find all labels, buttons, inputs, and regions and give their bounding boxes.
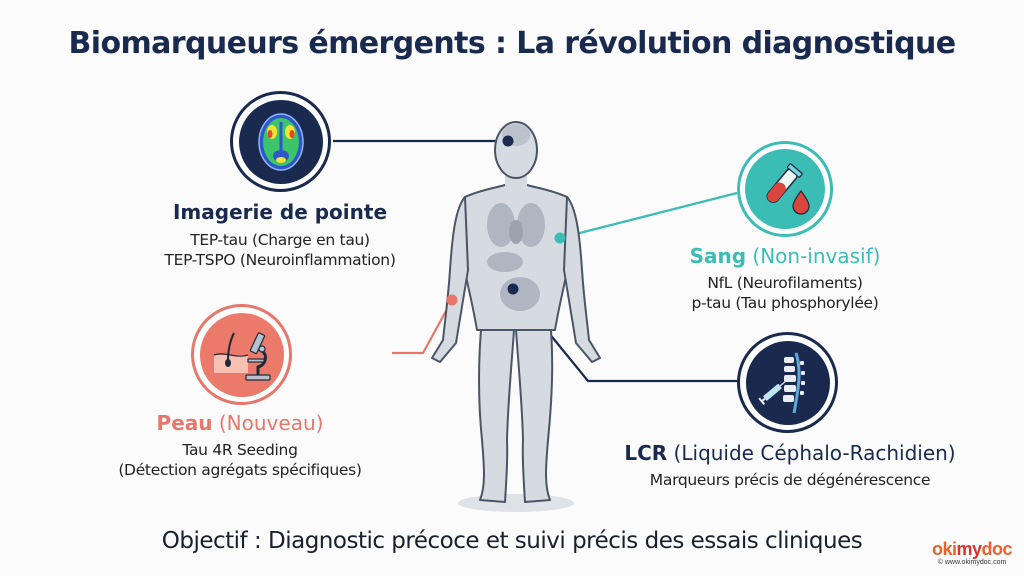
- skin-microscope-icon: [199, 312, 284, 397]
- csf-heading: LCR (Liquide Céphalo-Rachidien): [590, 441, 990, 465]
- csf-node: [737, 332, 838, 433]
- csf-line-1: Marqueurs précis de dégénérescence: [649, 471, 931, 489]
- spine-lumbar-puncture-icon: [745, 340, 830, 425]
- blood-heading: Sang (Non-invasif): [640, 244, 930, 268]
- csf-heading-rest: (Liquide Céphalo-Rachidien): [667, 441, 956, 465]
- skin-line-2: (Détection agrégats spécifiques): [118, 461, 362, 479]
- blood-node: [737, 141, 833, 237]
- blood-line-1: NfL (Neurofilaments): [707, 274, 863, 292]
- blood-heading-bold: Sang: [689, 244, 747, 268]
- skin-details: Tau 4R Seeding (Détection agrégats spéci…: [90, 440, 390, 480]
- skin-heading-rest: (Nouveau): [212, 411, 324, 435]
- page-title: Biomarqueurs émergents : La révolution d…: [68, 26, 957, 61]
- logo-brand: okimydoc: [932, 539, 1013, 559]
- skin-line-1: Tau 4R Seeding: [182, 441, 298, 459]
- anchor-wrist: [446, 294, 458, 306]
- blood-test-tube-icon: [745, 149, 825, 229]
- blood-details: NfL (Neurofilaments) p-tau (Tau phosphor…: [640, 273, 930, 313]
- logo-brand-part-1: oki: [932, 539, 957, 559]
- imaging-line-2: TEP-TSPO (Neuroinflammation): [164, 251, 396, 269]
- imaging-node: [230, 91, 331, 192]
- skin-heading-bold: Peau: [156, 411, 213, 435]
- logo-url: © www.okimydoc.com: [937, 559, 1007, 566]
- human-figure: [431, 121, 601, 503]
- logo-brand-part-3: doc: [981, 539, 1013, 559]
- csf-heading-bold: LCR: [624, 441, 668, 465]
- skin-node: [191, 304, 292, 405]
- logo-brand-part-2: my: [956, 539, 983, 559]
- blood-heading-rest: (Non-invasif): [746, 244, 881, 268]
- blood-line-2: p-tau (Tau phosphorylée): [691, 294, 879, 312]
- csf-details: Marqueurs précis de dégénérescence: [590, 470, 990, 490]
- anchor-abdomen: [507, 283, 519, 295]
- imaging-details: TEP-tau (Charge en tau) TEP-TSPO (Neuroi…: [130, 230, 430, 270]
- objective-statement: Objectif : Diagnostic précoce et suivi p…: [161, 528, 863, 554]
- okimydoc-logo: okimydoc © www.okimydoc.com: [932, 539, 1013, 566]
- anchor-head: [502, 135, 514, 147]
- imaging-heading: Imagerie de pointe: [172, 200, 388, 224]
- connector-skin: [392, 299, 453, 355]
- imaging-line-1: TEP-tau (Charge en tau): [190, 231, 370, 249]
- anchor-arm: [554, 232, 566, 244]
- connector-blood: [559, 191, 738, 240]
- brain-pet-scan-icon: [238, 99, 323, 184]
- floor-shadow: [458, 494, 574, 512]
- skin-heading: Peau (Nouveau): [90, 411, 390, 435]
